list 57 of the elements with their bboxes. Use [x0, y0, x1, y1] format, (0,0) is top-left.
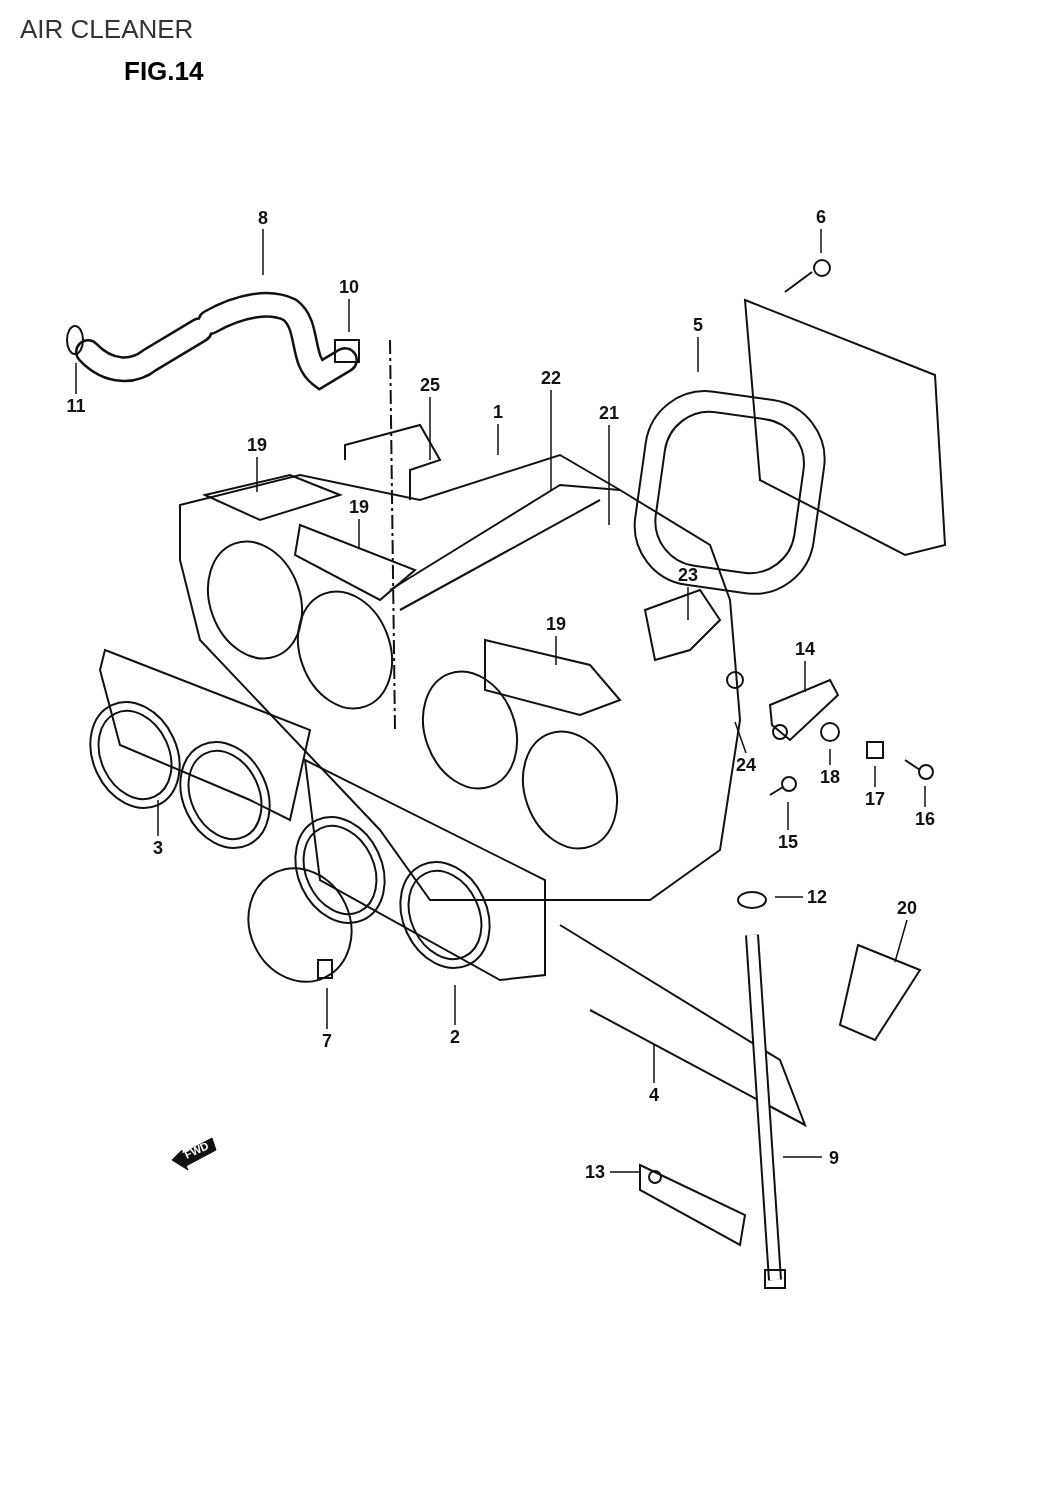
callout-number: 22 — [541, 368, 561, 388]
callout-number: 11 — [66, 396, 86, 416]
callout-number: 23 — [678, 565, 698, 585]
callout-number: 12 — [807, 887, 827, 907]
callout-number: 18 — [820, 767, 840, 787]
leader-line — [157, 799, 159, 837]
callout-number: 21 — [599, 403, 619, 423]
leader-line — [697, 336, 699, 373]
leader-line — [787, 801, 789, 831]
callout-number: 5 — [693, 315, 703, 335]
callout-number: 24 — [736, 755, 756, 775]
leader-line — [429, 396, 431, 461]
leader-line — [782, 1156, 823, 1158]
callout-number: 4 — [649, 1085, 659, 1105]
callout-number: 7 — [322, 1031, 332, 1051]
leader-line — [256, 456, 258, 493]
callout-number: 20 — [897, 898, 917, 918]
figure-number: FIG.14 — [124, 56, 204, 87]
callout-number: 10 — [339, 277, 359, 297]
callout-number: 17 — [865, 789, 885, 809]
callout-number: 15 — [778, 832, 798, 852]
callout-number: 19 — [349, 497, 369, 517]
leader-line — [497, 423, 499, 456]
callout-number: 9 — [829, 1148, 839, 1168]
callout-number: 19 — [546, 614, 566, 634]
callout-number: 14 — [795, 639, 815, 659]
direction-label: FWD — [182, 1139, 211, 1161]
leader-line — [820, 228, 822, 254]
leader-line — [358, 518, 360, 549]
leader-line — [894, 919, 908, 963]
callout-number: 8 — [258, 208, 268, 228]
callout-number: 1 — [493, 402, 503, 422]
leader-line — [326, 987, 328, 1030]
callout-number: 2 — [450, 1027, 460, 1047]
leader-line — [555, 635, 557, 666]
callout-number: 3 — [153, 838, 163, 858]
callout-number: 25 — [420, 375, 440, 395]
leader-line — [924, 785, 926, 808]
leader-line — [804, 660, 806, 693]
leader-line — [348, 298, 350, 333]
leader-line — [734, 721, 747, 754]
callout-number: 13 — [585, 1162, 605, 1182]
callout-number: 16 — [915, 809, 935, 829]
leader-line — [874, 765, 876, 788]
leader-line — [608, 424, 610, 526]
leader-line — [262, 228, 264, 276]
callout-number: 19 — [247, 435, 267, 455]
leader-line — [609, 1171, 641, 1173]
title: AIR CLEANER — [20, 14, 194, 45]
leader-line — [774, 896, 804, 898]
leader-line — [653, 1044, 655, 1084]
callout-number: 6 — [816, 207, 826, 227]
leader-line — [829, 748, 831, 766]
leader-line — [75, 362, 77, 395]
leader-line — [687, 586, 689, 621]
leader-line — [550, 389, 552, 491]
leader-line — [454, 984, 456, 1026]
